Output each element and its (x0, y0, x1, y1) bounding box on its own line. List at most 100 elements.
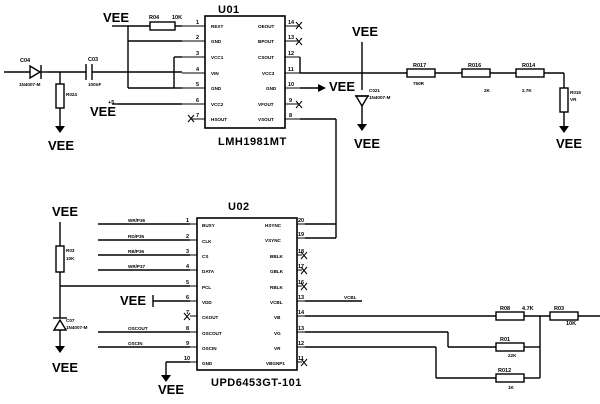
u02-pin-num: 3 (186, 249, 189, 255)
u02-pin-num: 6 (186, 295, 189, 301)
r01-value: 22K (508, 353, 517, 358)
u01-pin-name: HSOUT (211, 117, 227, 122)
c04-ref: C04 (20, 58, 31, 64)
vee-label: VEE (120, 293, 146, 308)
r01-ref: R01 (500, 337, 510, 343)
u02-pin-name: CLK (202, 239, 212, 244)
u02-pin-name: BUSY (202, 223, 215, 228)
u01-pin-num: 8 (289, 113, 292, 119)
u02-pins (190, 223, 305, 363)
u02-pin-num: 19 (298, 232, 304, 238)
u02-pin-name: VR (274, 346, 281, 351)
u02-pin-num: 2 (186, 234, 189, 240)
u02-pin-name: OSCOUT (202, 331, 222, 336)
resistor-r03-left[interactable]: VEE (52, 204, 78, 312)
u02-pin-name: VBGNP1 (266, 361, 285, 366)
r012-value: 1K (508, 385, 515, 390)
u02-pin-num: 11 (298, 356, 304, 362)
u02-pin-name: DATA (202, 269, 215, 274)
u02-pin-num: 20 (298, 218, 304, 224)
u02-pin-name: BBLK (270, 254, 283, 259)
u01-pin-name: VCC2 (211, 102, 224, 107)
u01-pin-num: 14 (288, 20, 295, 26)
u02-pin-name: VB (274, 315, 281, 320)
r03b-ref: R03 (554, 306, 564, 312)
signal-label: WR/P37 (128, 264, 146, 269)
u02-right-wiring (305, 223, 496, 379)
diode-c04[interactable] (29, 64, 48, 80)
r08-ref: R08 (500, 306, 510, 312)
u02-pin-name: PCL (202, 285, 211, 290)
u01-pin-name: REXT (211, 24, 223, 29)
vee-label: VEE (556, 136, 582, 151)
u01-pin-num: 9 (289, 98, 292, 104)
vee-label: VEE (329, 79, 355, 94)
u02-pin-name: OSCIN (202, 346, 217, 351)
signal-label: OSCIN (128, 341, 143, 346)
u02-pin-name: GBLK (270, 269, 284, 274)
u02-pin-name: VG (274, 331, 281, 336)
u01-pins (182, 25, 300, 120)
vee-label: VEE (52, 204, 78, 219)
resistor-network-output (495, 311, 600, 383)
r08-value: 4.7K (522, 306, 534, 312)
vee-label: VEE (90, 104, 116, 119)
r03b-value: 10K (566, 321, 576, 327)
u01-pin-num: 3 (196, 51, 199, 57)
signal-label: WR/P36 (128, 218, 146, 223)
u01-pin-name: VCC1 (211, 55, 224, 60)
r04-ref: R04 (149, 15, 160, 21)
u02-pin-num: 5 (186, 280, 189, 286)
u02-pin-num: 12 (298, 341, 304, 347)
u01-part: LMH1981MT (218, 136, 287, 148)
r017-ref: R017 (413, 63, 426, 69)
vee-label: VEE (352, 24, 378, 39)
u01-pin-num: 5 (196, 82, 199, 88)
diode-c021[interactable]: VEE (352, 24, 378, 131)
c021-ref: C021 (369, 88, 380, 93)
ic-u01[interactable]: U01 LMH1981MT 1 REXT 2 GND 3 VCC1 4 V (182, 4, 300, 148)
u01-pin-num: 2 (196, 35, 199, 41)
diode-c07[interactable] (52, 312, 68, 353)
r016-value: 2K (484, 88, 491, 93)
u02-pin-num: 1 (186, 218, 189, 224)
vee-label: VEE (48, 138, 74, 153)
u01-right-wiring (299, 57, 407, 239)
u02-pin-name: VCBL (270, 300, 283, 305)
ic-u02[interactable]: U02 UPD6453GT-101 1 BUSY 2 (184, 201, 305, 389)
c03-ref: C03 (88, 57, 98, 63)
resistor-r024[interactable] (55, 72, 65, 133)
u02-left-wiring (60, 223, 190, 382)
no-connect-marks-u02 (183, 251, 308, 367)
u01-pin-num: 6 (196, 98, 199, 104)
u01-pin-name: GND (211, 39, 222, 44)
r024-ref: R024 (66, 92, 77, 97)
u01-pin-num: 10 (288, 82, 294, 88)
u01-pin-num: 13 (288, 35, 294, 41)
r017-value: 750R (413, 81, 425, 86)
u02-pin-num: 8 (186, 326, 189, 332)
vee-label: VEE (52, 360, 78, 375)
u01-pin-name: GND (211, 86, 222, 91)
u01-pin-num: 12 (288, 51, 294, 57)
u01-ref: U01 (218, 4, 240, 16)
r03-value: 10K (66, 256, 75, 261)
u02-pin-name: VSYNC (265, 238, 282, 243)
u02-pin-name: GND (202, 361, 213, 366)
u02-pin-name: VDD (202, 300, 212, 305)
vee-label: VEE (103, 10, 129, 25)
u02-pin-name: RBLK (270, 285, 283, 290)
c021-value: 1N4007-M (369, 95, 391, 100)
vee-top-left: VEE (103, 10, 129, 27)
u02-pin-num: 10 (184, 356, 190, 362)
u01-pin-num: 7 (196, 113, 199, 119)
u02-ref: U02 (228, 201, 250, 213)
signal-label: OSCOUT (128, 326, 148, 331)
r014-value: 2.7K (522, 88, 532, 93)
u02-part: UPD6453GT-101 (211, 377, 302, 389)
u01-left-wiring (4, 21, 182, 105)
u01-pin-name: VFOUT (258, 102, 274, 107)
u02-pin-num: 14 (298, 310, 305, 316)
u01-pin-name: VCC3 (262, 71, 275, 76)
